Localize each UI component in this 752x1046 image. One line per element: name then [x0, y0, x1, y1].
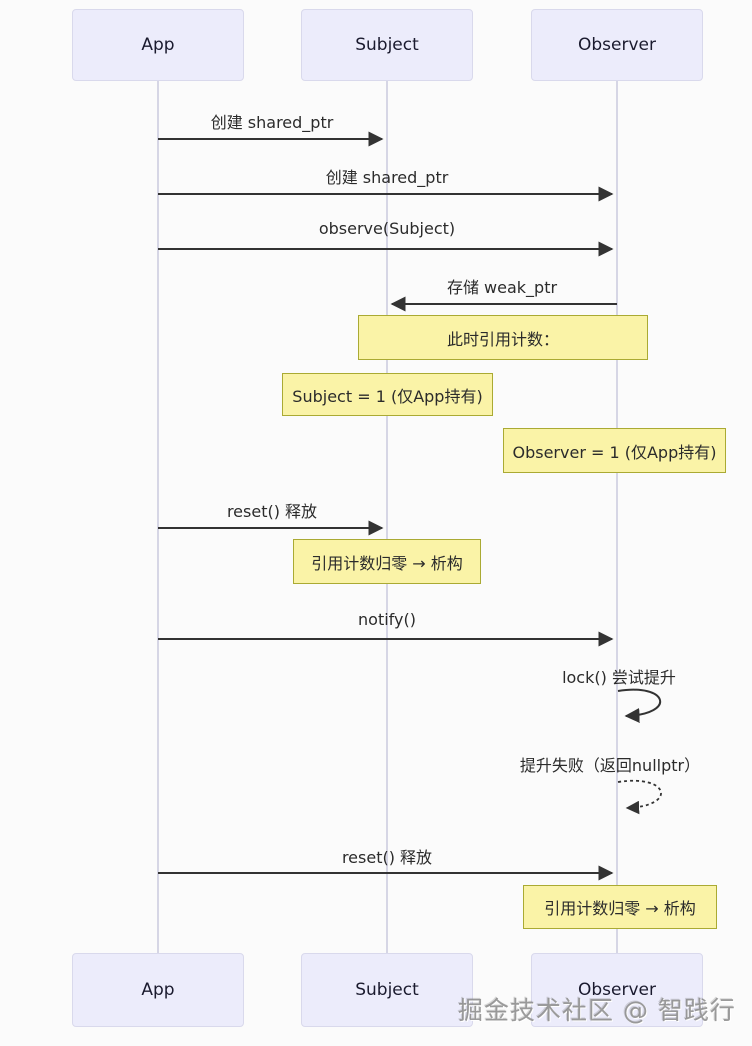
participant-subject-top: Subject — [301, 9, 473, 81]
message-label-create-shared-ptr-observer: 创建 shared_ptr — [325, 168, 449, 187]
message-label-store-weak-ptr: 存储 weak_ptr — [446, 278, 558, 297]
message-label-create-shared-ptr-subject: 创建 shared_ptr — [210, 113, 334, 132]
message-label-observe-subject: observe(Subject) — [318, 219, 456, 238]
self-loop-failed — [617, 779, 662, 815]
message-label-notify: notify() — [358, 610, 416, 629]
note-subject-count: Subject = 1 (仅App持有) — [282, 373, 493, 416]
note-subject-destructed: 引用计数归零 → 析构 — [293, 539, 481, 584]
participant-app-bottom: App — [72, 953, 244, 1027]
message-label-lock-attempt: lock() 尝试提升 — [562, 668, 676, 687]
message-label-reset-release-observer: reset() 释放 — [341, 848, 433, 867]
participant-observer-bottom: Observer — [531, 953, 703, 1027]
note-observer-count: Observer = 1 (仅App持有) — [503, 428, 726, 473]
self-loop-lock — [617, 688, 661, 723]
participant-observer-top: Observer — [531, 9, 703, 81]
participant-subject-bottom: Subject — [301, 953, 473, 1027]
participant-app-top: App — [72, 9, 244, 81]
message-label-promote-failed: 提升失败（返回nullptr） — [519, 756, 701, 775]
note-observer-destructed: 引用计数归零 → 析构 — [523, 885, 717, 929]
watermark-text: 掘金技术社区 @ 智践行 — [458, 996, 736, 1025]
note-refcount-header: 此时引用计数： — [358, 315, 648, 360]
message-label-reset-release-subject: reset() 释放 — [226, 502, 318, 521]
